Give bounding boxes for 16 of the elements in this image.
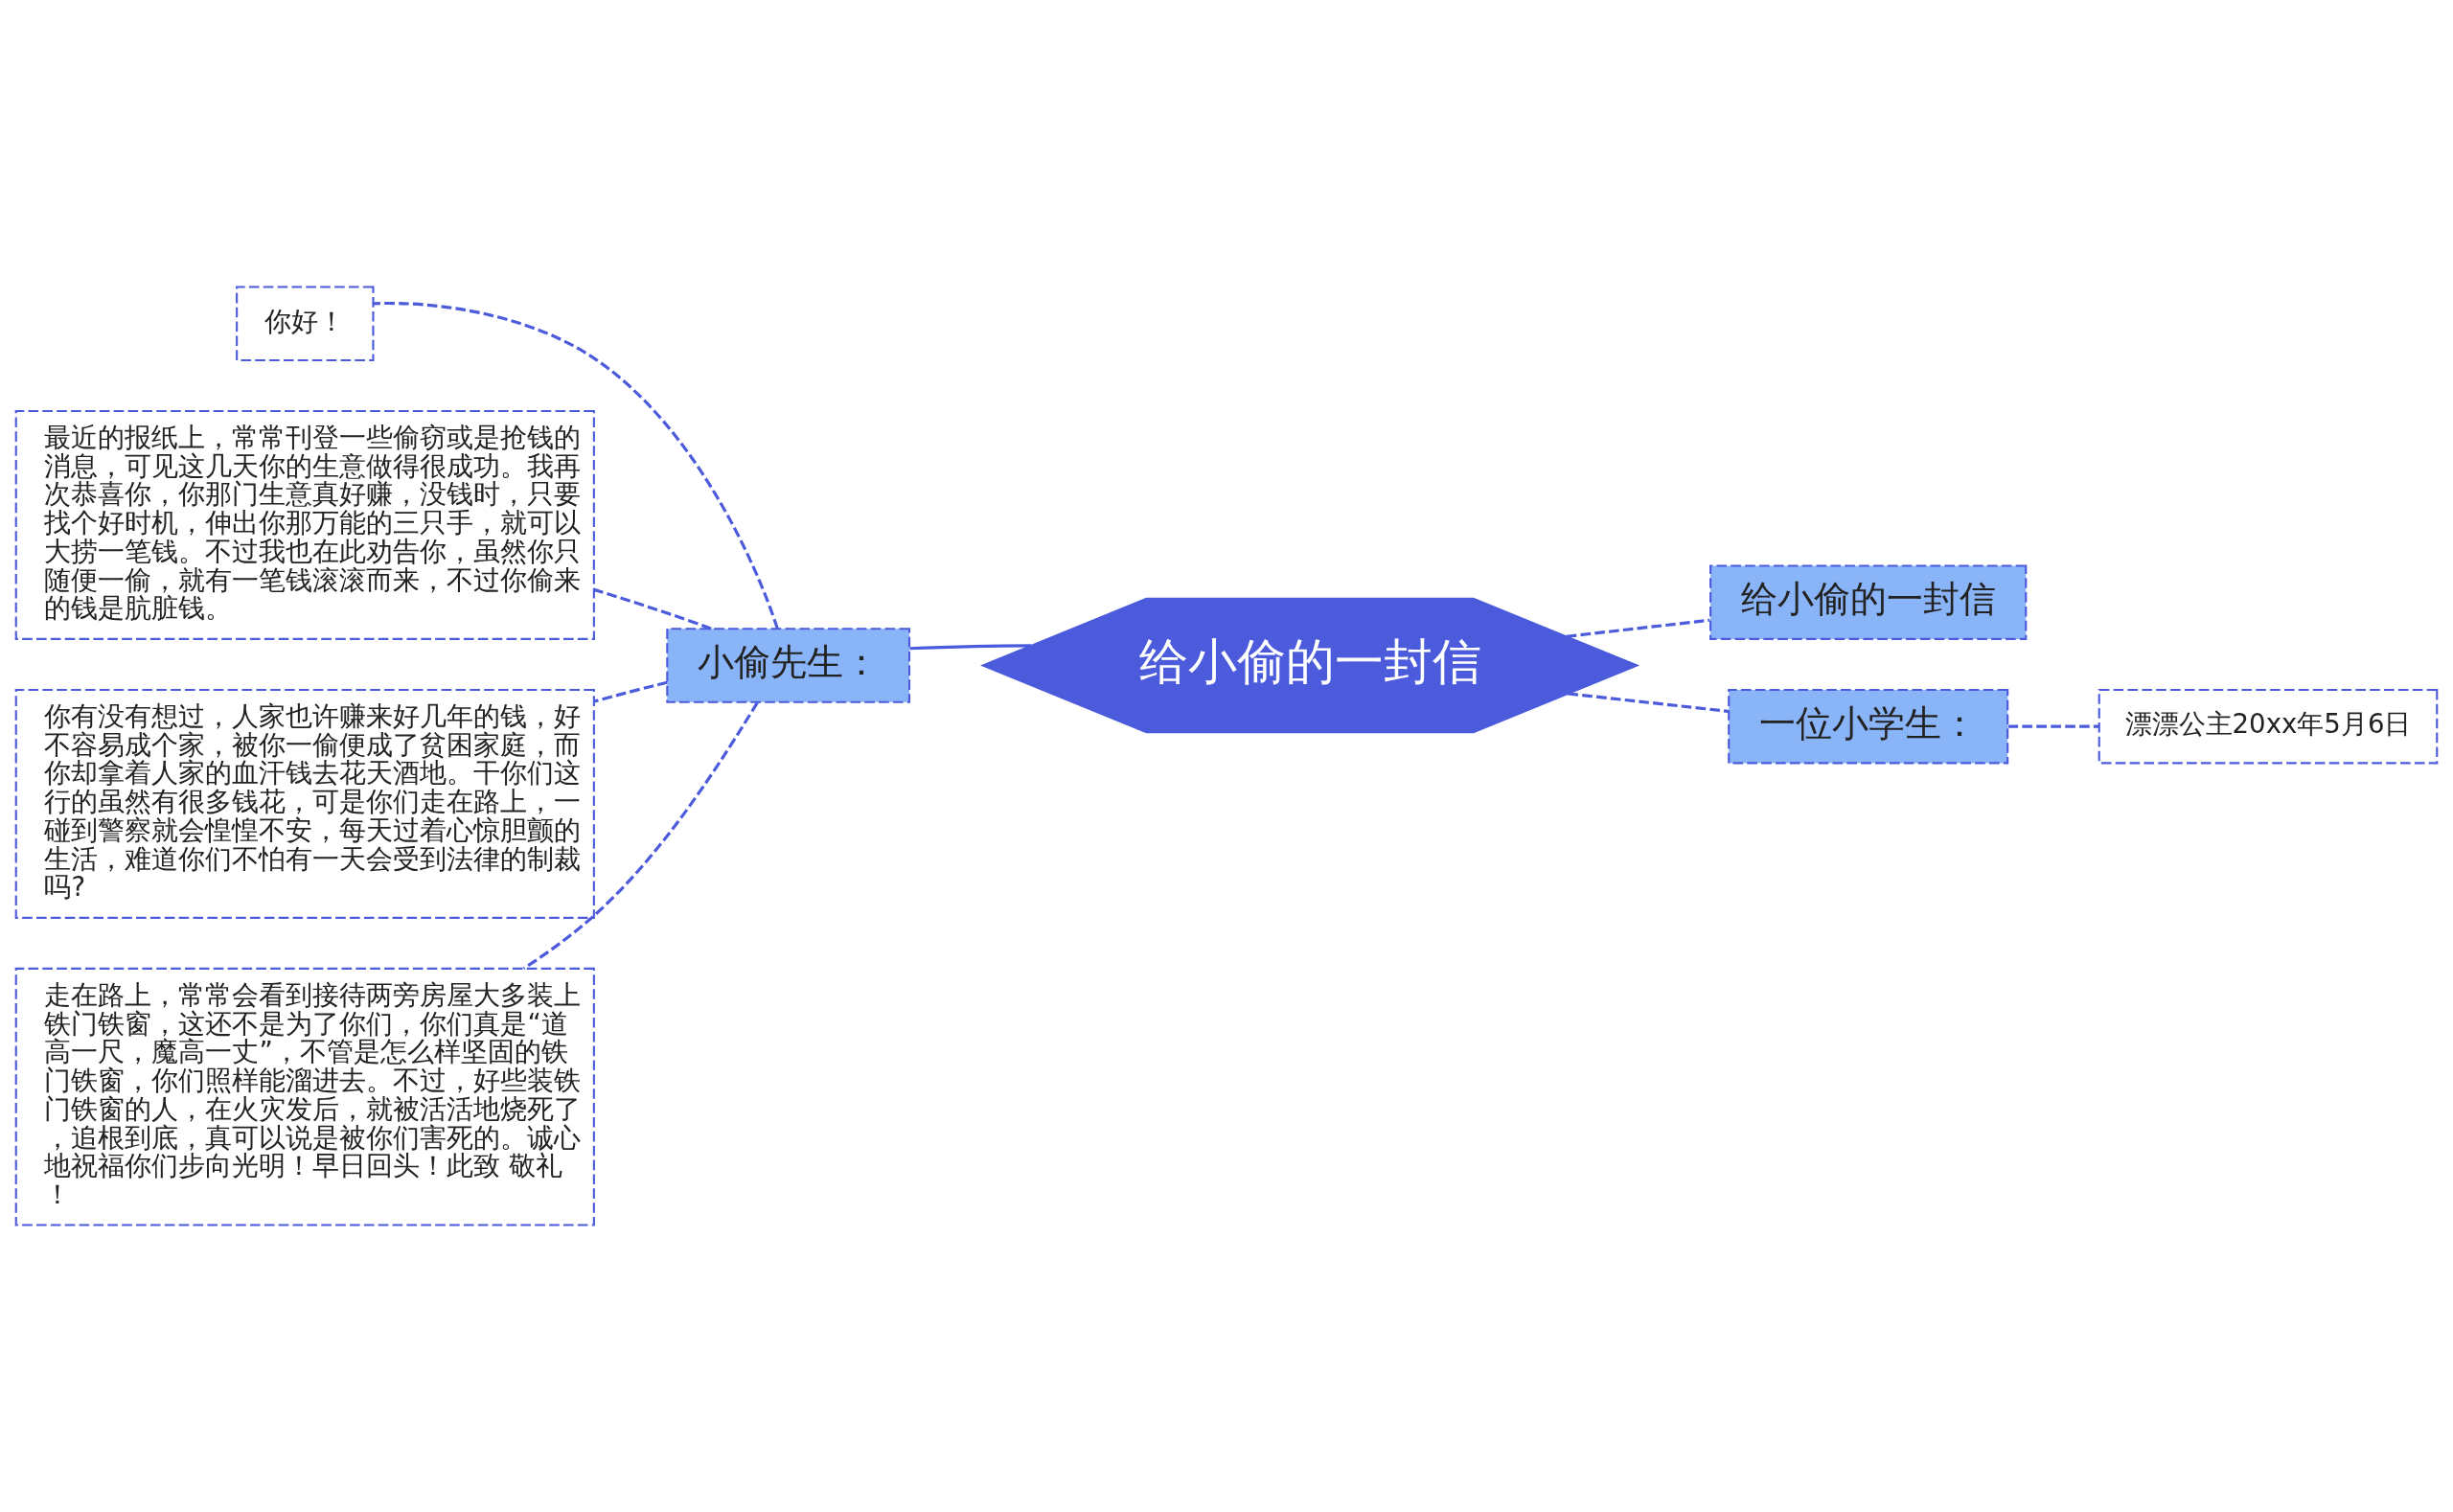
connector: [593, 587, 712, 630]
connector: [909, 644, 1032, 651]
connector: [522, 701, 759, 971]
node-box: 最近的报纸上，常常刊登一些偷窃或是抢钱的消息，可见这几天你的生意做得很成功。我再次恭喜你，你那门生意真好赚，没钱时，只要找个好时机，伸出你那万能的三只手，就可以大捞一笔钱。不过我也在此劝告你，虽然你只随便一偷，就有一笔钱滚滚而来，不过你偷来的钱是肮脏钱。: [14, 410, 595, 640]
connector: [593, 680, 668, 703]
node-box: 你好！: [236, 286, 375, 361]
connector: [1566, 618, 1710, 638]
node-box: 小偷先生：: [666, 628, 911, 703]
node-box: 漂漂公主20xx年5月6日: [2098, 688, 2439, 765]
node-box: 走在路上，常常会看到接待两旁房屋大多装上铁门铁窗，这还不是为了你们，你们真是“道高一尺，魔高一丈”，不管是怎么样坚固的铁门铁窗，你们照样能溜进去。不过，好些装铁门铁窗的人，在火灾发后，就被活活地烧死了，追根到底，真可以说是被你们害死的。诚心地祝福你们步向光明！早日回头！此致 敬礼！: [14, 967, 595, 1226]
connector: [373, 301, 779, 630]
node-box: 给小偷的一封信: [1709, 564, 2028, 640]
node-box: 你有没有想过，人家也许赚来好几年的钱，好不容易成个家，被你一偷便成了贫困家庭，而你却拿着人家的血汗钱去花天酒地。干你们这行的虽然有很多钱花，可是你们走在路上，一碰到警察就会惶惶不安，每天过着心惊胆颤的生活，难道你们不怕有一天会受到法律的制裁吗?: [14, 688, 595, 919]
connector: [2007, 724, 2099, 728]
connector: [1568, 692, 1729, 713]
node-box: 一位小学生：: [1728, 688, 2009, 765]
